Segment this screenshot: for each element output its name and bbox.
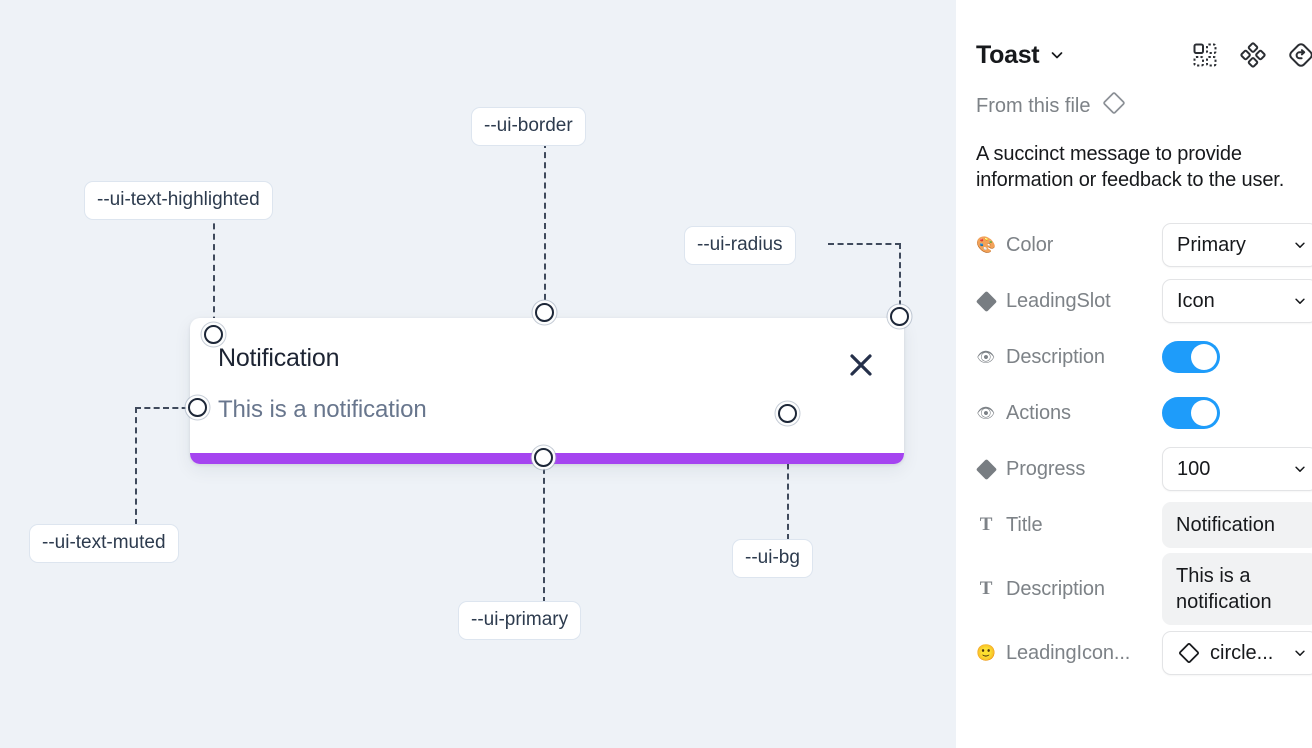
- handle-ui-text-highlighted[interactable]: [204, 325, 223, 344]
- property-name-leading-icon: LeadingIcon...: [1006, 641, 1131, 664]
- text-type-icon: T: [979, 514, 993, 536]
- from-this-file-row[interactable]: From this file: [976, 86, 1312, 126]
- property-label-progress: Progress: [975, 457, 1162, 481]
- property-control-progress: 100: [1162, 447, 1312, 492]
- eye-emoji-icon: 👁: [976, 349, 996, 367]
- annotation-ui-radius[interactable]: --ui-radius: [684, 226, 796, 265]
- connector-ui-radius-v: [899, 243, 901, 316]
- chevron-down-icon[interactable]: [1049, 47, 1065, 63]
- property-label-description-visibility: 👁 Description: [976, 346, 1162, 369]
- property-control-description-text: This is a notification: [1162, 553, 1312, 626]
- chevron-down-icon: [1293, 462, 1307, 476]
- property-control-leading-icon: circle...: [1162, 631, 1312, 676]
- diamond-outline-icon: [1177, 641, 1201, 665]
- annotation-ui-bg[interactable]: --ui-bg: [732, 539, 813, 578]
- property-row-description-text: T Description This is a notification: [976, 553, 1312, 626]
- diamond-solid-icon: [975, 290, 997, 312]
- color-select-value: Primary: [1177, 233, 1246, 256]
- leading-icon-select-value: circle...: [1210, 641, 1274, 664]
- leading-icon-select[interactable]: circle...: [1162, 631, 1312, 676]
- handle-ui-text-muted[interactable]: [188, 398, 207, 417]
- connector-ui-border: [544, 142, 546, 310]
- property-name-leading-slot: LeadingSlot: [1006, 289, 1111, 312]
- handle-ui-primary[interactable]: [534, 448, 553, 467]
- eye-emoji-icon: 👁: [976, 405, 996, 423]
- description-input[interactable]: This is a notification: [1162, 553, 1312, 626]
- property-row-title: T Title Notification: [976, 497, 1312, 553]
- text-type-icon: T: [979, 578, 993, 600]
- close-x-icon[interactable]: [848, 352, 874, 378]
- property-row-leading-icon: 🙂 LeadingIcon... circle...: [976, 625, 1312, 681]
- property-label-color: 🎨 Color: [976, 234, 1162, 257]
- toast-title: Notification: [218, 344, 340, 372]
- annotation-ui-border[interactable]: --ui-border: [471, 107, 586, 146]
- annotation-ui-primary[interactable]: --ui-primary: [458, 601, 582, 640]
- connector-ui-text-muted-v: [135, 407, 137, 525]
- property-control-actions-visibility: [1162, 397, 1312, 430]
- property-row-actions-visibility: 👁 Actions: [976, 385, 1312, 441]
- diamond-outline-icon: [1101, 90, 1127, 122]
- actions-toggle[interactable]: [1162, 397, 1220, 430]
- property-row-progress: Progress 100: [975, 441, 1312, 497]
- property-label-leading-slot: LeadingSlot: [975, 289, 1162, 313]
- properties-panel: Toast: [956, 0, 1312, 748]
- property-control-color: Primary: [1162, 223, 1312, 268]
- title-input[interactable]: Notification: [1162, 502, 1312, 549]
- property-row-description-visibility: 👁 Description: [976, 329, 1312, 385]
- property-name-title: Title: [1006, 513, 1043, 536]
- property-control-description-visibility: [1162, 341, 1312, 374]
- connector-ui-radius-h: [828, 243, 901, 245]
- handle-ui-radius[interactable]: [890, 307, 909, 326]
- annotation-ui-text-muted[interactable]: --ui-text-muted: [29, 524, 179, 563]
- property-name-description-visibility: Description: [1006, 345, 1105, 368]
- property-row-color: 🎨 Color Primary: [976, 217, 1312, 273]
- property-label-description-text: T Description: [976, 578, 1162, 601]
- variants-icon[interactable]: [1240, 42, 1266, 68]
- property-name-description-text: Description: [1006, 577, 1105, 600]
- toast-description: This is a notification: [218, 396, 427, 423]
- property-control-leading-slot: Icon: [1162, 279, 1312, 324]
- chevron-down-icon: [1293, 646, 1307, 660]
- property-list: 🎨 Color Primary: [975, 217, 1312, 681]
- leading-slot-select-value: Icon: [1177, 289, 1215, 312]
- property-label-actions-visibility: 👁 Actions: [976, 402, 1162, 425]
- from-this-file-label: From this file: [976, 94, 1091, 117]
- progress-select[interactable]: 100: [1162, 447, 1312, 492]
- property-label-leading-icon: 🙂 LeadingIcon...: [976, 642, 1162, 665]
- palette-emoji-icon: 🎨: [976, 237, 996, 255]
- diamond-solid-icon: [975, 458, 997, 480]
- description-toggle[interactable]: [1162, 341, 1220, 374]
- reset-instance-icon[interactable]: [1288, 42, 1312, 68]
- property-name-progress: Progress: [1006, 457, 1086, 480]
- connector-ui-text-highlighted: [213, 213, 215, 333]
- handle-ui-border[interactable]: [535, 303, 554, 322]
- property-row-leading-slot: LeadingSlot Icon: [975, 273, 1312, 329]
- leading-slot-select[interactable]: Icon: [1162, 279, 1312, 324]
- toggle-knob: [1191, 400, 1217, 427]
- page-title: Toast: [976, 40, 1040, 69]
- connector-ui-text-muted-h: [135, 407, 197, 409]
- component-set-icon[interactable]: [1192, 42, 1218, 68]
- property-control-title: Notification: [1162, 502, 1312, 549]
- connector-ui-primary: [543, 458, 545, 603]
- smiley-emoji-icon: 🙂: [976, 645, 996, 663]
- property-name-color: Color: [1006, 233, 1054, 256]
- handle-ui-bg[interactable]: [778, 404, 797, 423]
- toggle-knob: [1191, 344, 1217, 371]
- toast-preview-card[interactable]: Notification This is a notification: [190, 318, 904, 464]
- chevron-down-icon: [1293, 238, 1307, 252]
- connector-ui-bg: [787, 413, 789, 540]
- property-name-actions-visibility: Actions: [1006, 401, 1071, 424]
- annotation-ui-text-highlighted[interactable]: --ui-text-highlighted: [84, 181, 273, 220]
- panel-header: Toast: [976, 0, 1312, 86]
- property-label-title: T Title: [976, 514, 1162, 537]
- color-select[interactable]: Primary: [1162, 223, 1312, 268]
- header-icon-group: [1192, 42, 1312, 68]
- component-description: A succinct message to provide informatio…: [976, 143, 1285, 191]
- design-canvas[interactable]: Notification This is a notification --ui…: [0, 0, 956, 748]
- progress-select-value: 100: [1177, 457, 1211, 480]
- chevron-down-icon: [1293, 294, 1307, 308]
